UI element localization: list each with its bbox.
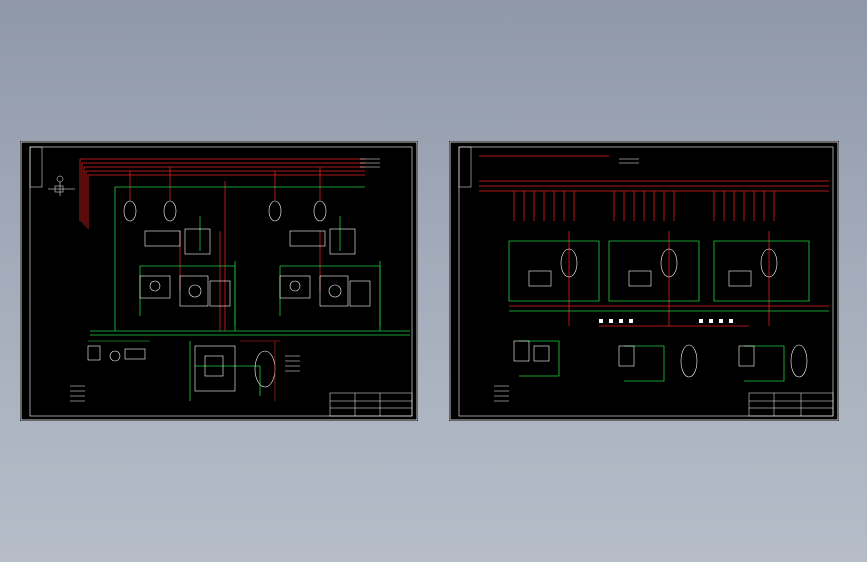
pid-drawing-2 (449, 141, 839, 421)
pid-drawing-1 (20, 141, 418, 421)
reactor-unit (194, 340, 280, 401)
equipment-units (513, 248, 808, 378)
annotation-marks (494, 158, 639, 402)
valve-row (599, 319, 733, 323)
process-line-header (479, 155, 829, 327)
equipment-unit-b (268, 200, 371, 307)
title-block (329, 392, 413, 417)
process-line-header (79, 158, 365, 331)
pump-group (87, 340, 150, 362)
drawing-sheet-1[interactable] (20, 141, 418, 421)
annotation-marks (70, 158, 380, 402)
title-block (748, 392, 834, 417)
utility-lines (90, 186, 410, 401)
equipment-unit-a (123, 200, 231, 307)
legend-symbols (48, 175, 75, 196)
drawing-sheet-2[interactable] (449, 141, 839, 421)
utility-lines (508, 240, 829, 382)
